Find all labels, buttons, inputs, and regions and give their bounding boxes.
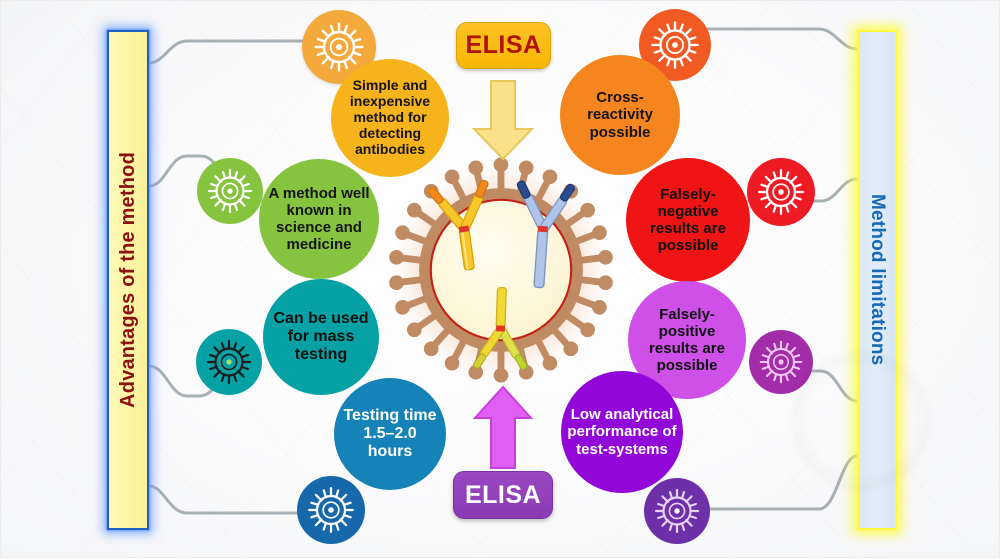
advantage-bubble-simple-inexpensive[interactable]: Simple and inexpensive method for detect… [331,59,449,177]
advantage-bubble-testing-time-label: Testing time 1.5–2.0 hours [343,406,437,461]
advantages-panel-label: Advantages of the method [116,152,139,408]
advantages-panel: Advantages of the method [107,30,149,530]
virus-antibody-illustration [385,154,617,386]
coronavirus-icon-cross-reactivity [639,9,711,81]
arrow-down-icon [471,80,535,161]
advantage-bubble-simple-inexpensive-label: Simple and inexpensive method for detect… [349,77,431,157]
elisa-title-top[interactable]: ELISA [456,22,551,69]
limitation-bubble-cross-reactivity-label: Cross-reactivity possible [587,89,653,141]
limitation-bubble-falsely-positive-label: Falsely-positive results are possible [649,305,725,375]
antibody-blue [516,180,576,289]
limitation-bubble-cross-reactivity[interactable]: Cross-reactivity possible [560,55,680,175]
antibody-green-yellow [473,286,528,370]
coronavirus-icon-falsely-positive [749,330,813,394]
limitation-bubble-falsely-negative[interactable]: Falsely-negative results are possible [626,158,750,282]
limitation-bubble-low-performance-label: Low analytical performance of test-syste… [567,406,677,458]
elisa-title-bottom[interactable]: ELISA [453,471,553,519]
coronavirus-icon-falsely-negative [747,158,815,226]
coronavirus-icon-low-performance [644,478,710,544]
limitations-panel-label: Method limitations [867,194,888,366]
antibody-yellow-orange [427,179,489,271]
elisa-title-bottom-label: ELISA [464,480,542,509]
advantage-bubble-mass-testing[interactable]: Can be used for mass testing [263,279,379,395]
advantage-bubble-mass-testing-label: Can be used for mass testing [273,309,369,364]
limitation-bubble-low-performance[interactable]: Low analytical performance of test-syste… [561,371,683,493]
arrow-up-icon [472,385,534,469]
advantage-bubble-well-known-label: A method well known in science and medic… [268,184,370,254]
limitation-bubble-falsely-negative-label: Falsely-negative results are possible [650,185,726,255]
coronavirus-icon-testing-time [297,476,365,544]
advantage-bubble-testing-time[interactable]: Testing time 1.5–2.0 hours [334,378,446,490]
coronavirus-icon-well-known [197,158,263,224]
coronavirus-icon-mass-testing [196,329,262,395]
elisa-title-top-label: ELISA [465,31,542,59]
advantage-bubble-well-known[interactable]: A method well known in science and medic… [259,159,379,279]
limitations-panel: Method limitations [857,30,897,530]
